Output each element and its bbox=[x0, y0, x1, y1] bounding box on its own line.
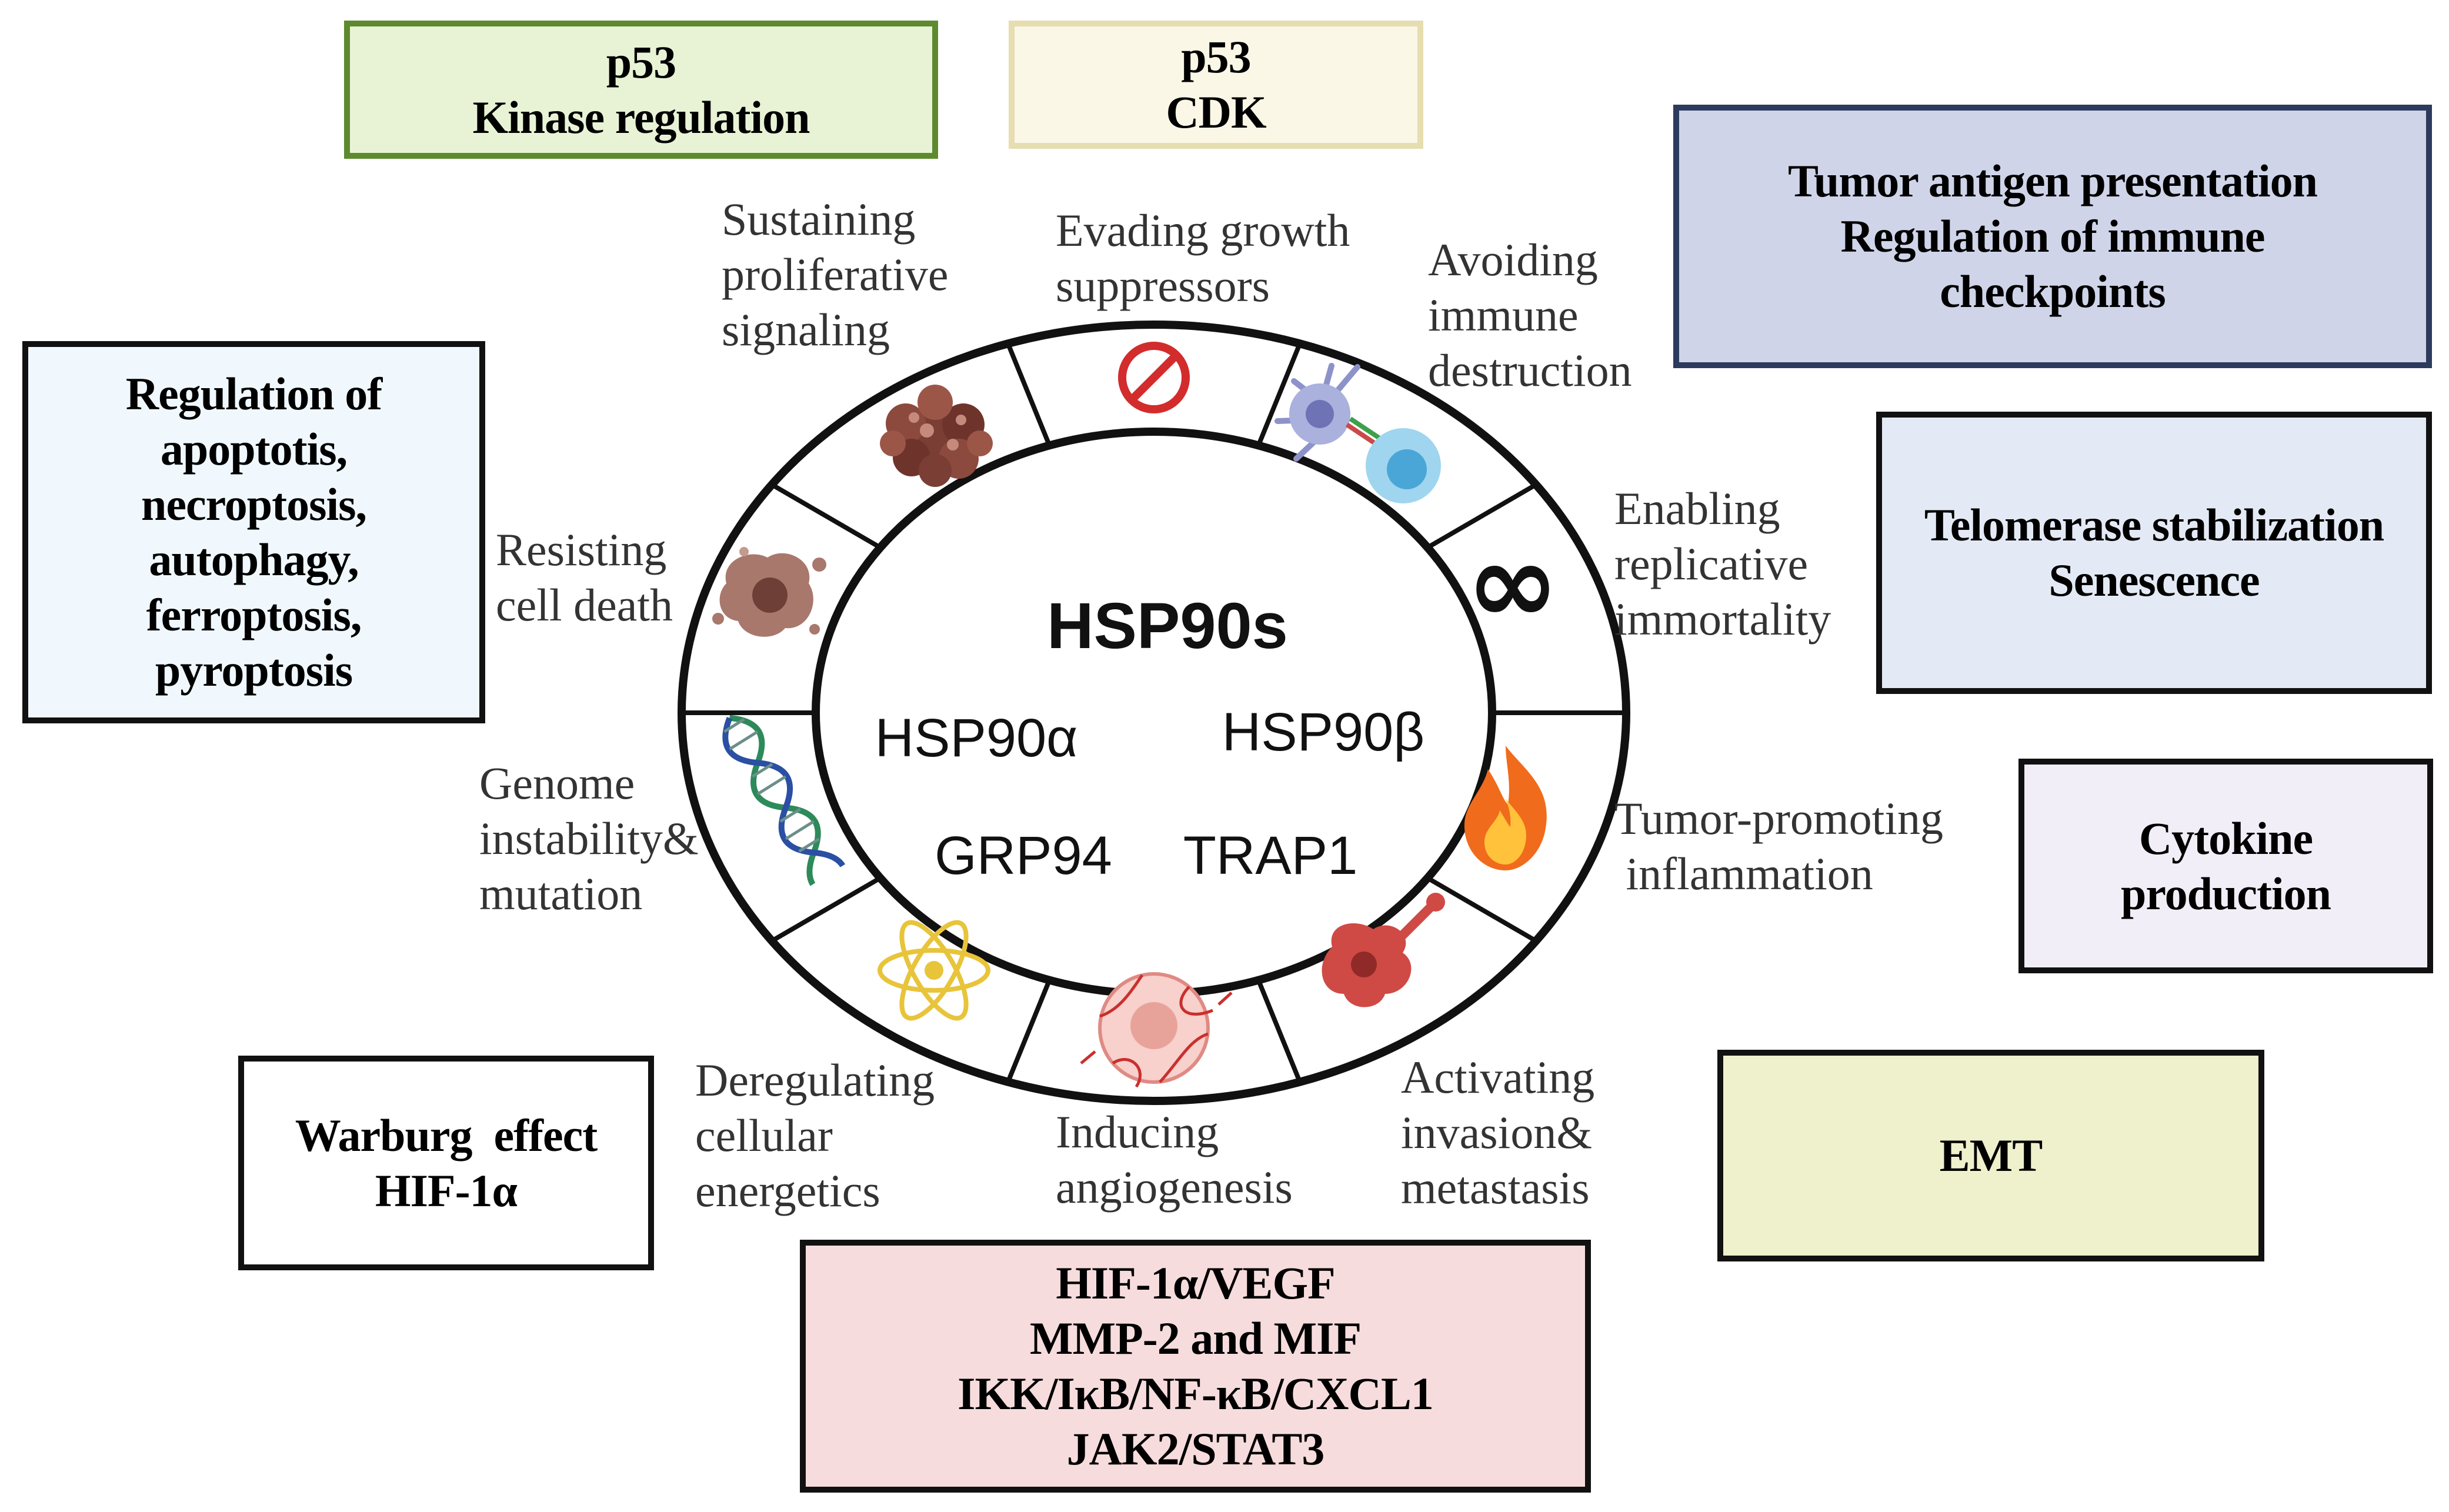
box-angiogenesis-pathways: HIF-1α/VEGF MMP-2 and MIF IKK/IκB/NF-κB/… bbox=[800, 1240, 1591, 1493]
box-line: JAK2/STAT3 bbox=[1066, 1423, 1325, 1474]
center-title: HSP90s bbox=[1047, 590, 1288, 662]
cancer-cell-cluster-icon bbox=[880, 385, 993, 487]
box-line: p53 bbox=[1181, 31, 1251, 82]
box-line: checkpoints bbox=[1940, 266, 2166, 317]
box-line: Kinase regulation bbox=[472, 91, 810, 143]
hallmark-line: instability& bbox=[479, 813, 699, 864]
dna-helix-icon bbox=[722, 715, 846, 886]
atom-icon bbox=[877, 920, 990, 1021]
box-line: IKK/IκB/NF-κB/CXCL1 bbox=[957, 1368, 1434, 1419]
ring-divider bbox=[1256, 342, 1302, 446]
ring-divider bbox=[1006, 979, 1052, 1083]
hallmark-line: destruction bbox=[1428, 345, 1632, 396]
hallmark-line: immune bbox=[1428, 289, 1579, 341]
box-line: Cytokine bbox=[2138, 812, 2313, 864]
box-line: autophagy, bbox=[149, 534, 359, 585]
hallmark-avoiding-immune-destruction: Avoiding immune destruction bbox=[1428, 232, 1632, 398]
infinity-icon: ∞ bbox=[1466, 519, 1559, 649]
box-p53-cdk: p53 CDK bbox=[1009, 21, 1423, 149]
hallmark-line: cellular bbox=[695, 1110, 833, 1161]
metastatic-cell-icon bbox=[1322, 893, 1445, 1007]
box-line: HIF-1α/VEGF bbox=[1056, 1257, 1336, 1309]
isoform-hsp90-alpha: HSP90α bbox=[875, 708, 1078, 768]
hallmark-activating-invasion-metastasis: Activating invasion& metastasis bbox=[1401, 1050, 1594, 1216]
hallmark-line: Tumor-promoting bbox=[1614, 793, 1943, 844]
box-immune-regulation: Tumor antigen presentation Regulation of… bbox=[1673, 105, 2432, 368]
box-line: Regulation of bbox=[125, 368, 382, 419]
ring-dividers bbox=[682, 342, 1626, 1083]
box-line: Tumor antigen presentation bbox=[1787, 155, 2318, 206]
box-line: pyroptosis bbox=[155, 645, 353, 696]
box-line: Warburg effect bbox=[295, 1109, 598, 1161]
isoform-grp94: GRP94 bbox=[935, 826, 1112, 886]
hallmark-line: Resisting bbox=[496, 524, 667, 575]
hallmark-line: Sustaining bbox=[722, 193, 916, 245]
hallmark-line: Avoiding bbox=[1428, 234, 1598, 285]
box-line: ferroptosis, bbox=[146, 589, 362, 640]
ring-divider bbox=[770, 482, 882, 550]
hallmark-line: mutation bbox=[479, 868, 643, 919]
hallmark-deregulating-cellular-energetics: Deregulating cellular energetics bbox=[695, 1053, 935, 1219]
box-telomerase-senescence: Telomerase stabilization Senescence bbox=[1876, 412, 2432, 694]
box-line: apoptotis, bbox=[160, 423, 348, 475]
box-line: Senescence bbox=[2048, 555, 2260, 606]
hallmark-line: Activating bbox=[1401, 1052, 1595, 1103]
box-emt: EMT bbox=[1717, 1050, 2264, 1261]
hallmark-line: Inducing bbox=[1056, 1106, 1219, 1157]
box-line: MMP-2 and MIF bbox=[1029, 1313, 1362, 1364]
hallmark-inducing-angiogenesis: Inducing angiogenesis bbox=[1056, 1104, 1293, 1215]
hallmark-resisting-cell-death: Resisting cell death bbox=[496, 522, 673, 633]
box-line: production bbox=[2121, 867, 2331, 919]
box-cytokine-production: Cytokine production bbox=[2018, 759, 2433, 973]
prohibition-icon bbox=[1118, 342, 1190, 413]
hallmark-line: Enabling bbox=[1614, 483, 1780, 534]
ring-divider bbox=[770, 876, 882, 943]
hallmark-line: suppressors bbox=[1056, 260, 1270, 311]
isoform-hsp90-beta: HSP90β bbox=[1222, 702, 1424, 762]
ring-divider bbox=[1256, 979, 1302, 1083]
hallmark-genome-instability-mutation: Genome instability& mutation bbox=[479, 756, 699, 922]
flame-icon bbox=[1464, 746, 1547, 870]
hallmark-line: proliferative bbox=[722, 249, 949, 300]
box-line: Regulation of immune bbox=[1840, 211, 2266, 262]
hallmark-line: cell death bbox=[496, 579, 673, 630]
hallmark-line: metastasis bbox=[1401, 1162, 1590, 1213]
box-line: EMT bbox=[1939, 1130, 2043, 1181]
hallmark-sustaining-proliferative-signaling: Sustaining proliferative signaling bbox=[722, 192, 948, 358]
hallmark-line: immortality bbox=[1614, 593, 1831, 645]
hallmark-line: energetics bbox=[695, 1165, 880, 1216]
ring-divider bbox=[1426, 876, 1537, 943]
box-line: necroptosis, bbox=[141, 479, 367, 530]
hallmark-line: angiogenesis bbox=[1056, 1161, 1293, 1213]
box-warburg-effect: Warburg effect HIF-1α bbox=[238, 1056, 654, 1270]
box-line: Telomerase stabilization bbox=[1924, 499, 2384, 550]
hallmark-line: replicative bbox=[1614, 538, 1809, 589]
hallmark-enabling-replicative-immortality: Enabling replicative immortality bbox=[1614, 481, 1831, 647]
box-line: HIF-1α bbox=[375, 1164, 518, 1216]
box-cell-death-regulation: Regulation of apoptotis, necroptosis, au… bbox=[22, 341, 485, 723]
ring-divider bbox=[1426, 482, 1537, 550]
hallmark-line: invasion& bbox=[1401, 1107, 1592, 1158]
ring-divider bbox=[1006, 342, 1052, 446]
hallmark-line: Genome bbox=[479, 757, 635, 809]
box-line: p53 bbox=[606, 36, 676, 88]
hallmark-line: signaling bbox=[722, 304, 890, 355]
angiogenesis-cell-icon bbox=[1080, 972, 1233, 1088]
immune-cell-interaction-icon bbox=[1274, 363, 1441, 503]
hallmark-line: Deregulating bbox=[695, 1054, 935, 1106]
box-p53-kinase-regulation: p53 Kinase regulation bbox=[344, 21, 938, 159]
isoform-trap1: TRAP1 bbox=[1183, 826, 1358, 886]
hallmark-tumor-promoting-inflammation: Tumor-promoting inflammation bbox=[1614, 791, 1943, 902]
dying-cell-icon bbox=[712, 547, 826, 637]
hallmark-line: inflammation bbox=[1614, 848, 1873, 899]
box-line: CDK bbox=[1166, 86, 1266, 138]
hallmark-evading-growth-suppressors: Evading growth suppressors bbox=[1056, 203, 1350, 313]
hallmark-line: Evading growth bbox=[1056, 205, 1350, 256]
